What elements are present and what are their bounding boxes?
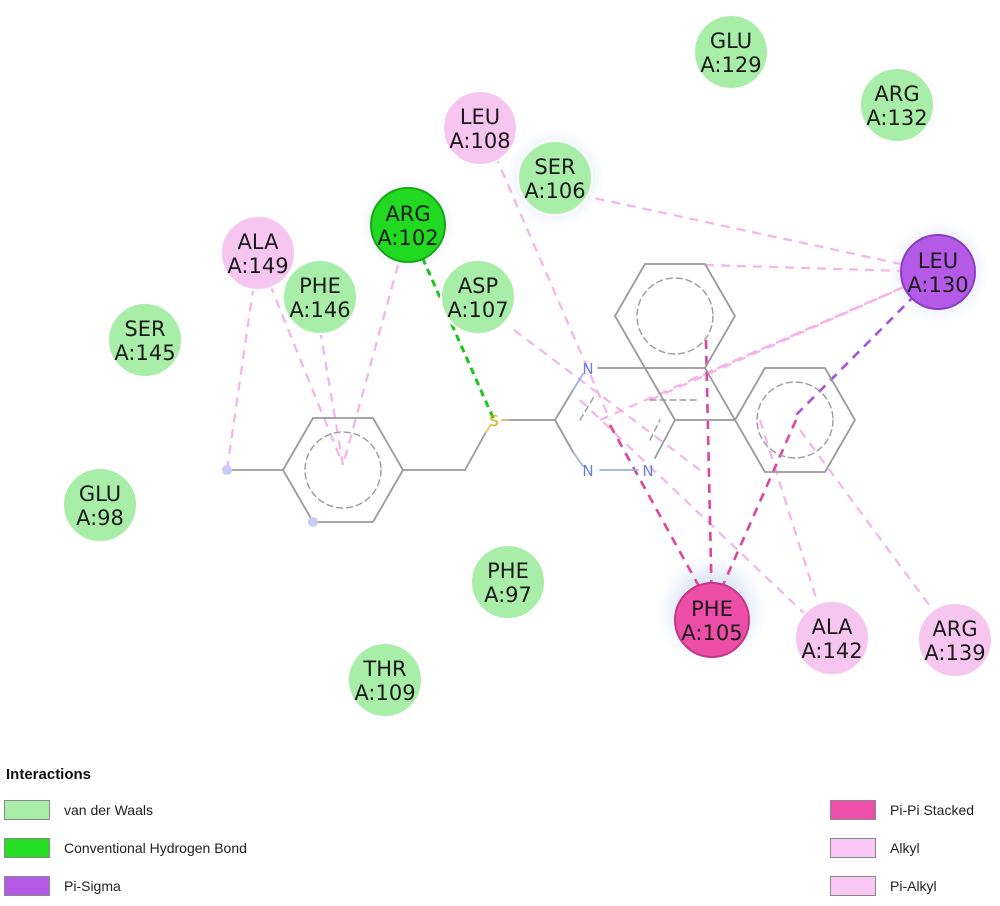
interaction-diagram: S N N N GLUA:129ARGA:132LEUA:108SERA:106… — [62, 14, 993, 718]
legend-swatch — [4, 876, 50, 896]
residue-number: A:109 — [354, 681, 415, 705]
residue-number: A:142 — [801, 639, 862, 663]
legend-title: Interactions — [6, 766, 92, 783]
residue-number: A:102 — [377, 226, 438, 250]
residue-circle — [107, 302, 183, 378]
interactions-legend: Interactions van der Waals Conventional … — [0, 760, 1000, 906]
legend-swatch — [830, 838, 876, 858]
residue-name: ALA — [812, 615, 854, 639]
legend-item-alkyl: Alkyl — [830, 836, 920, 860]
residue-number: A:146 — [289, 298, 350, 322]
residue-number: A:129 — [700, 53, 761, 77]
interaction-lines — [225, 154, 956, 641]
residue-number: A:106 — [524, 179, 585, 203]
ligand-structure — [222, 263, 857, 527]
residue-name: SER — [534, 155, 575, 179]
residue-nodes: GLUA:129ARGA:132LEUA:108SERA:106ARGA:102… — [62, 14, 993, 718]
residue-circle — [442, 90, 518, 166]
residue-name: ALA — [238, 230, 280, 254]
legend-label: Conventional Hydrogen Bond — [64, 840, 247, 856]
legend-swatch — [4, 800, 50, 820]
residue-name: ASP — [458, 274, 498, 298]
residue-number: A:98 — [76, 506, 124, 530]
legend-label: Pi-Pi Stacked — [890, 802, 975, 818]
residue-name: ARG — [932, 617, 977, 641]
legend-label: van der Waals — [64, 802, 153, 818]
residue-number: A:107 — [447, 298, 508, 322]
residue-number: A:149 — [227, 254, 288, 278]
residue-name: ARG — [874, 82, 919, 106]
residue-circle — [347, 642, 423, 718]
legend-label: Pi-Alkyl — [890, 878, 937, 894]
legend-swatch — [4, 838, 50, 858]
legend-item-hydrogen-bond: Conventional Hydrogen Bond — [4, 836, 247, 860]
residue-number: A:105 — [681, 621, 742, 645]
residue-number: A:97 — [484, 583, 532, 607]
nitrogen-atom-label: N — [582, 462, 593, 480]
residue-name: THR — [362, 657, 406, 681]
legend-item-van-der-waals: van der Waals — [4, 798, 153, 822]
residue-circle — [440, 259, 516, 335]
residue-halos — [220, 63, 990, 666]
residue-name: ARG — [385, 202, 430, 226]
residue-circle — [917, 602, 993, 678]
residue-number: A:145 — [114, 341, 175, 365]
residue-name: LEU — [918, 249, 958, 273]
residue-circle — [794, 600, 870, 676]
legend-swatch — [830, 800, 876, 820]
residue-name: GLU — [710, 29, 752, 53]
residue-circle — [859, 67, 935, 143]
residue-number: A:130 — [907, 273, 968, 297]
legend-item-pi-alkyl: Pi-Alkyl — [830, 874, 937, 898]
residue-name: LEU — [460, 105, 500, 129]
residue-name: SER — [124, 317, 165, 341]
nitrogen-atom-label: N — [642, 462, 653, 480]
residue-name: PHE — [691, 597, 733, 621]
residue-circle — [900, 234, 976, 310]
legend-item-pi-sigma: Pi-Sigma — [4, 874, 121, 898]
residue-number: A:132 — [866, 106, 927, 130]
residue-circle — [282, 259, 358, 335]
residue-number: A:139 — [924, 641, 985, 665]
residue-name: PHE — [487, 559, 529, 583]
legend-label: Pi-Sigma — [64, 878, 121, 894]
sulfur-atom-label: S — [489, 412, 499, 430]
residue-number: A:108 — [449, 129, 510, 153]
legend-swatch — [830, 876, 876, 896]
residue-circle — [370, 187, 446, 263]
residue-circle — [674, 582, 750, 658]
residue-name: PHE — [299, 274, 341, 298]
residue-circle — [517, 140, 593, 216]
residue-circle — [470, 544, 546, 620]
legend-item-pi-pi-stacked: Pi-Pi Stacked — [830, 798, 974, 822]
residue-circle — [62, 467, 138, 543]
residue-circle — [693, 14, 769, 90]
residue-name: GLU — [79, 482, 121, 506]
residue-circle — [220, 215, 296, 291]
nitrogen-atom-label: N — [582, 360, 593, 378]
legend-label: Alkyl — [890, 840, 920, 856]
